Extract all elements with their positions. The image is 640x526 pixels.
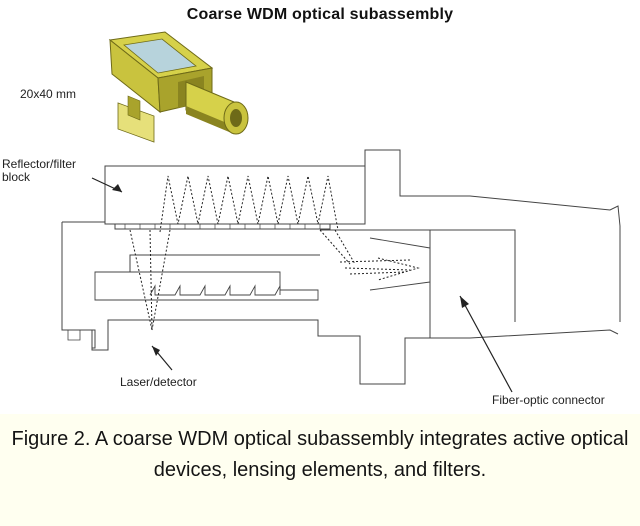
figure-caption: Figure 2. A coarse WDM optical subassemb…	[11, 428, 629, 481]
reflector-label: Reflector/filter block	[2, 157, 77, 184]
filter-strip	[114, 223, 331, 230]
arrowheads	[112, 184, 469, 356]
reflector-block	[104, 165, 366, 225]
diagram-canvas	[61, 31, 621, 393]
laser-detector-label: Laser/detector	[120, 375, 197, 389]
beam-paths	[129, 229, 420, 331]
caption-band: Figure 2. A coarse WDM optical subassemb…	[0, 414, 640, 526]
beam-zigzag	[159, 175, 339, 233]
subassembly-render	[108, 31, 249, 143]
diagram-area: Coarse WDM optical subassembly	[2, 6, 621, 407]
size-label: 20x40 mm	[20, 87, 77, 101]
leader-lines	[91, 177, 513, 393]
diagram-title: Coarse WDM optical subassembly	[186, 6, 454, 23]
fiber-connector-label: Fiber-optic connector	[492, 393, 605, 407]
cross-section	[61, 149, 621, 385]
